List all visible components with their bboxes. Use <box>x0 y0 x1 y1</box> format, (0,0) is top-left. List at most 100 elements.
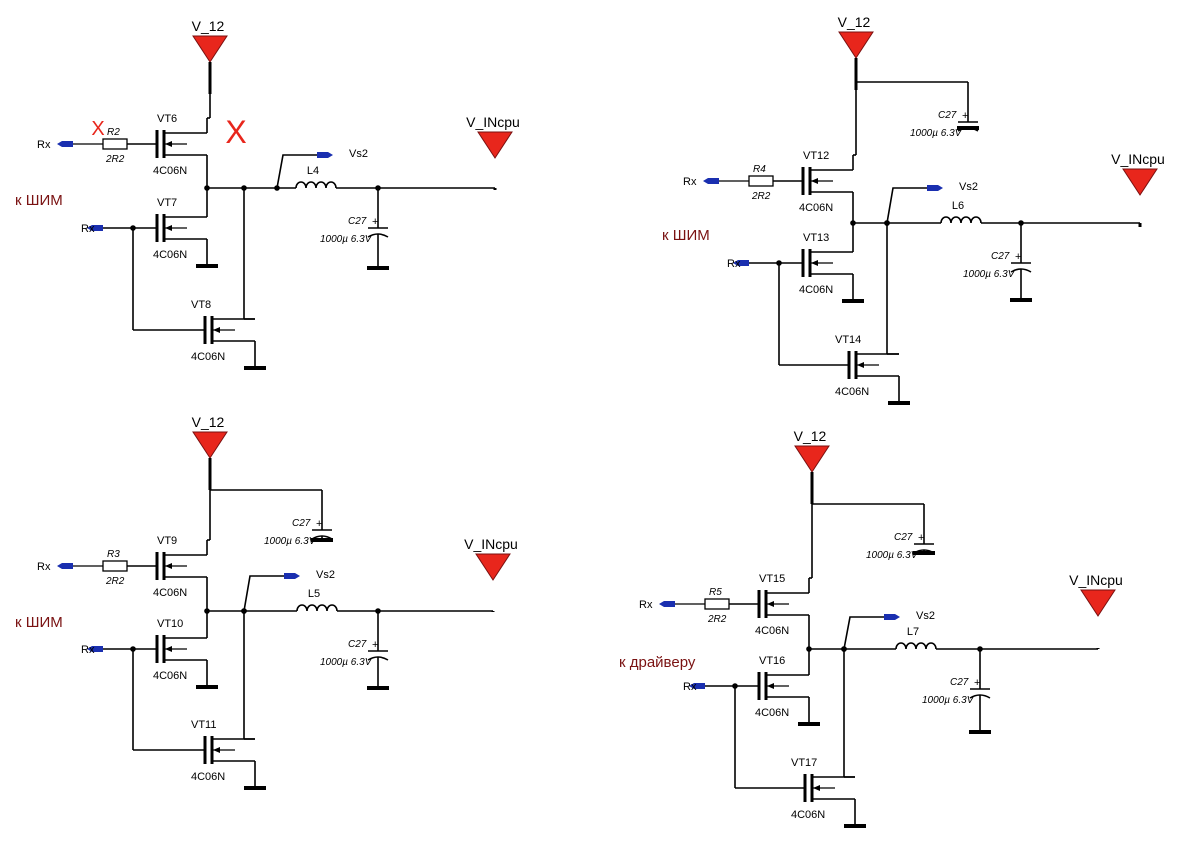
cap-ref: C27 <box>348 639 367 650</box>
transistor-ref: VT10 <box>157 618 183 630</box>
transistor-part: 4C06N <box>153 587 187 599</box>
rx-label: Rx <box>81 223 95 235</box>
body-arrow-icon <box>165 646 172 652</box>
body-arrow-icon <box>857 362 864 368</box>
inductor-coil <box>940 216 982 224</box>
transistor-part: 4C06N <box>191 771 225 783</box>
transistor-ref: VT14 <box>835 334 861 346</box>
transistor-ref: VT7 <box>157 197 177 209</box>
v12-label: V_12 <box>192 18 225 34</box>
port-connector-icon <box>703 178 719 184</box>
body-arrow-icon <box>165 225 172 231</box>
body-arrow-icon <box>213 747 220 753</box>
cap-ref: C27 <box>938 110 957 121</box>
transistor-ref: VT6 <box>157 113 177 125</box>
inductor-ref: L5 <box>308 588 320 600</box>
cap-plus-sign: + <box>372 216 378 228</box>
circuit-1: V_12VT64C06NR22R2RxVs2VT74C06NRxVT84C06N… <box>15 18 520 370</box>
port-connector-icon <box>87 225 103 231</box>
v12-label: V_12 <box>838 14 871 30</box>
transistor-ref: VT16 <box>759 655 785 667</box>
transistor-part: 4C06N <box>153 165 187 177</box>
cap-value: 1000µ 6.3V <box>264 536 317 547</box>
transistor-part: 4C06N <box>799 202 833 214</box>
port-connector-icon <box>57 141 73 147</box>
transistor-ref: VT13 <box>803 232 829 244</box>
vin-label: V_INcpu <box>1069 572 1123 588</box>
resistor-value: 2R2 <box>707 614 727 625</box>
port-connector-icon <box>57 563 73 569</box>
transistor-part: 4C06N <box>791 809 825 821</box>
cap-value: 1000µ 6.3V <box>320 234 373 245</box>
power-arrow-icon <box>1080 589 1116 617</box>
vs2-label: Vs2 <box>349 148 368 160</box>
v12-label: V_12 <box>794 428 827 444</box>
power-arrow-icon <box>192 431 228 459</box>
resistor-ref: R3 <box>107 549 120 560</box>
port-connector-icon <box>733 260 749 266</box>
destination-note: к ШИМ <box>15 192 63 209</box>
resistor-ref: R5 <box>709 587 722 598</box>
rx-label: Rx <box>37 561 51 573</box>
cap-plus-sign: + <box>974 677 980 689</box>
body-arrow-icon <box>165 141 172 147</box>
port-connector-icon <box>927 185 943 191</box>
resistor-value: 2R2 <box>105 154 125 165</box>
resistor-body <box>102 138 128 150</box>
vs2-label: Vs2 <box>959 181 978 193</box>
transistor-ref: VT8 <box>191 299 211 311</box>
cap-ref: C27 <box>292 518 311 529</box>
inductor-coil <box>895 642 937 650</box>
cap-value: 1000µ 6.3V <box>910 128 963 139</box>
transistor-part: 4C06N <box>191 351 225 363</box>
vs2-wire <box>276 154 317 189</box>
vs2-label: Vs2 <box>916 610 935 622</box>
body-arrow-icon <box>811 178 818 184</box>
transistor-part: 4C06N <box>153 249 187 261</box>
transistor-ref: VT11 <box>191 719 216 731</box>
transistor-part: 4C06N <box>755 707 789 719</box>
body-arrow-icon <box>767 683 774 689</box>
port-connector-icon <box>659 601 675 607</box>
cap-plus-sign: + <box>918 532 924 544</box>
power-arrow-icon <box>1122 168 1158 196</box>
rx-label: Rx <box>639 599 653 611</box>
power-arrow-icon <box>477 131 513 159</box>
body-arrow-icon <box>811 260 818 266</box>
body-arrow-icon <box>213 327 220 333</box>
cap-plus-sign: + <box>372 639 378 651</box>
transistor-part: 4C06N <box>153 670 187 682</box>
destination-note: к ШИМ <box>15 614 63 631</box>
vs2-wire <box>843 616 884 650</box>
rx-label: Rx <box>37 139 51 151</box>
cap-plus-sign: + <box>962 110 968 122</box>
inductor-coil <box>295 181 337 189</box>
inductor-ref: L7 <box>907 626 919 638</box>
rx-label: Rx <box>683 176 697 188</box>
vin-label: V_INcpu <box>466 114 520 130</box>
body-arrow-icon <box>813 785 820 791</box>
resistor-body <box>704 598 730 610</box>
transistor-part: 4C06N <box>799 284 833 296</box>
port-connector-icon <box>689 683 705 689</box>
transistor-ref: VT9 <box>157 535 177 547</box>
transistor-part: 4C06N <box>835 386 869 398</box>
resistor-value: 2R2 <box>105 576 125 587</box>
resistor-value: 2R2 <box>751 191 771 202</box>
cap-ref: C27 <box>991 251 1010 262</box>
inductor-coil <box>296 604 338 612</box>
cross-mark-left: X <box>91 118 104 140</box>
port-connector-icon <box>884 614 900 620</box>
cap-ref: C27 <box>894 532 913 543</box>
cap-plus-sign: + <box>316 518 322 530</box>
power-arrow-icon <box>838 31 874 59</box>
transistor-ref: VT15 <box>759 573 785 585</box>
v12-label: V_12 <box>192 414 225 430</box>
vin-label: V_INcpu <box>1111 151 1165 167</box>
inductor-ref: L6 <box>952 200 964 212</box>
cap-ref: C27 <box>348 216 367 227</box>
